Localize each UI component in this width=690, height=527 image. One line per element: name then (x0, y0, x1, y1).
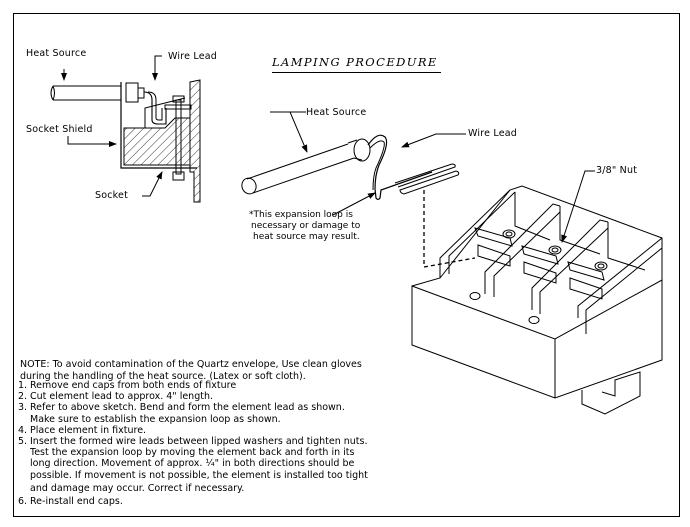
heat-source-tube-left (50, 85, 121, 101)
socket-section-sketch (50, 55, 201, 203)
procedure-steps: 1. Remove end caps from both ends of fix… (18, 380, 368, 507)
footnote-line: *This expansion loop is (249, 210, 353, 220)
wire-lead-leader-center (401, 133, 466, 148)
step-number: 6. (18, 496, 28, 508)
step-text: Remove end caps from both ends of fixtur… (30, 380, 237, 391)
end-cap-center (353, 138, 371, 162)
footnote-line: necessary or damage to (251, 221, 361, 231)
nut-3 (594, 261, 608, 271)
installation-path (423, 190, 476, 268)
footnote-leader (332, 192, 376, 216)
step-6: 6. Re-install end caps. (18, 496, 368, 507)
step-text: Re-install end caps. (30, 496, 123, 508)
heat-source-sketch (241, 111, 476, 268)
step-number: 2. (18, 391, 28, 403)
step-text: Place element in fixture. (30, 424, 147, 436)
contamination-note: NOTE: To avoid contamination of the Quar… (20, 359, 362, 382)
step-number: 3. (18, 402, 28, 414)
bolt (175, 99, 182, 175)
mounting-bracket (189, 79, 201, 203)
heat-source-leader-a (289, 111, 308, 153)
socket-shield-leader (67, 136, 117, 147)
socket-shield (120, 82, 197, 169)
expansion-loop (367, 134, 433, 201)
heat-source-tube (246, 143, 349, 180)
socket-leader (142, 171, 163, 197)
footnote-line: heat source may result. (253, 232, 360, 242)
nut-2 (548, 245, 562, 255)
wire-lead-left (143, 91, 167, 125)
step-3: 3. Refer to above sketch. Bend and form … (18, 402, 368, 424)
label-wire-lead-center: Wire Lead (468, 128, 518, 139)
socket-body (123, 117, 191, 166)
note-line: during the handling of the heat source. … (20, 370, 306, 382)
label-socket-shield: Socket Shield (26, 124, 93, 135)
lipped-washer-1 (394, 163, 456, 188)
step-number: 4. (18, 424, 28, 436)
terminal-3 (567, 261, 608, 300)
step-text: Refer to above sketch. Bend and form the… (30, 402, 345, 414)
step-5: 5. Insert the formed wire leads between … (18, 436, 368, 494)
terminal-2 (521, 245, 562, 284)
step-text: long direction. Movement of approx. ¼" i… (30, 458, 355, 470)
label-wire-lead-left: Wire Lead (168, 51, 218, 62)
end-cap (125, 82, 139, 103)
step-4: 4. Place element in fixture. (18, 425, 368, 436)
label-heat-source-left: Heat Source (26, 48, 87, 59)
expansion-loop-footnote: *This expansion loop is necessary or dam… (249, 210, 360, 243)
lipped-washer-2 (399, 170, 460, 195)
step-2: 2. Cut element lead to approx. 4" length… (18, 391, 368, 402)
step-number: 5. (18, 436, 28, 448)
mounting-hole-1 (469, 292, 481, 300)
wire-lead-leader-left (152, 55, 162, 81)
nut-1 (502, 229, 516, 239)
step-text: and damage may occur. Correct if necessa… (30, 482, 245, 494)
drawing-frame (13, 13, 680, 517)
mounting-hole-2 (528, 316, 540, 324)
block-base (411, 279, 663, 399)
page-title: LAMPING PROCEDURE (272, 55, 441, 73)
terminal-1 (474, 227, 516, 267)
terminal-block-sketch (411, 170, 663, 415)
step-number: 1. (18, 380, 28, 391)
note-line: NOTE: To avoid contamination of the Quar… (20, 359, 362, 370)
label-socket: Socket (95, 190, 128, 201)
label-heat-source-center: Heat Source (306, 107, 367, 118)
nut-leader (561, 170, 595, 243)
step-text: possible. If movement is not possible, t… (30, 469, 368, 481)
step-text: Make sure to establish the expansion loo… (30, 413, 281, 425)
rib-1 (439, 189, 511, 278)
label-nut: 3/8" Nut (596, 165, 638, 176)
step-text: Insert the formed wire leads between lip… (30, 436, 368, 448)
step-text: Test the expansion loop by moving the el… (30, 447, 355, 459)
step-1: 1. Remove end caps from both ends of fix… (18, 380, 368, 391)
step-text: Cut element lead to approx. 4" length. (30, 391, 214, 403)
